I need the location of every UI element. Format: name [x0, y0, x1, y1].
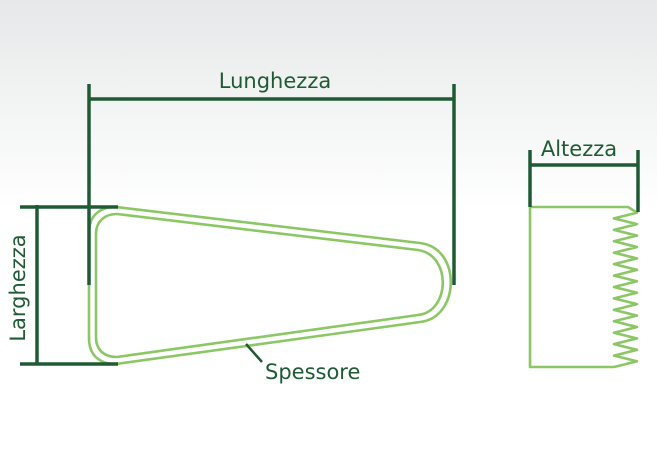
- belt-loop-inner-outline: [94, 212, 445, 359]
- height-dimension: Altezza: [528, 137, 640, 212]
- thickness-callout: Spessore: [245, 343, 360, 384]
- belt-side-section: [528, 205, 639, 369]
- thickness-label: Spessore: [265, 360, 360, 384]
- thickness-leader-line: [245, 343, 263, 363]
- height-label: Altezza: [541, 137, 617, 161]
- width-label: Larghezza: [6, 234, 30, 341]
- length-dimension: Lunghezza: [87, 69, 456, 285]
- side-section-outline: [528, 205, 639, 369]
- belt-loop-outer-outline: [87, 205, 452, 366]
- width-dimension: Larghezza: [6, 205, 118, 366]
- length-label: Lunghezza: [219, 69, 331, 93]
- belt-loop-shape: [87, 205, 452, 366]
